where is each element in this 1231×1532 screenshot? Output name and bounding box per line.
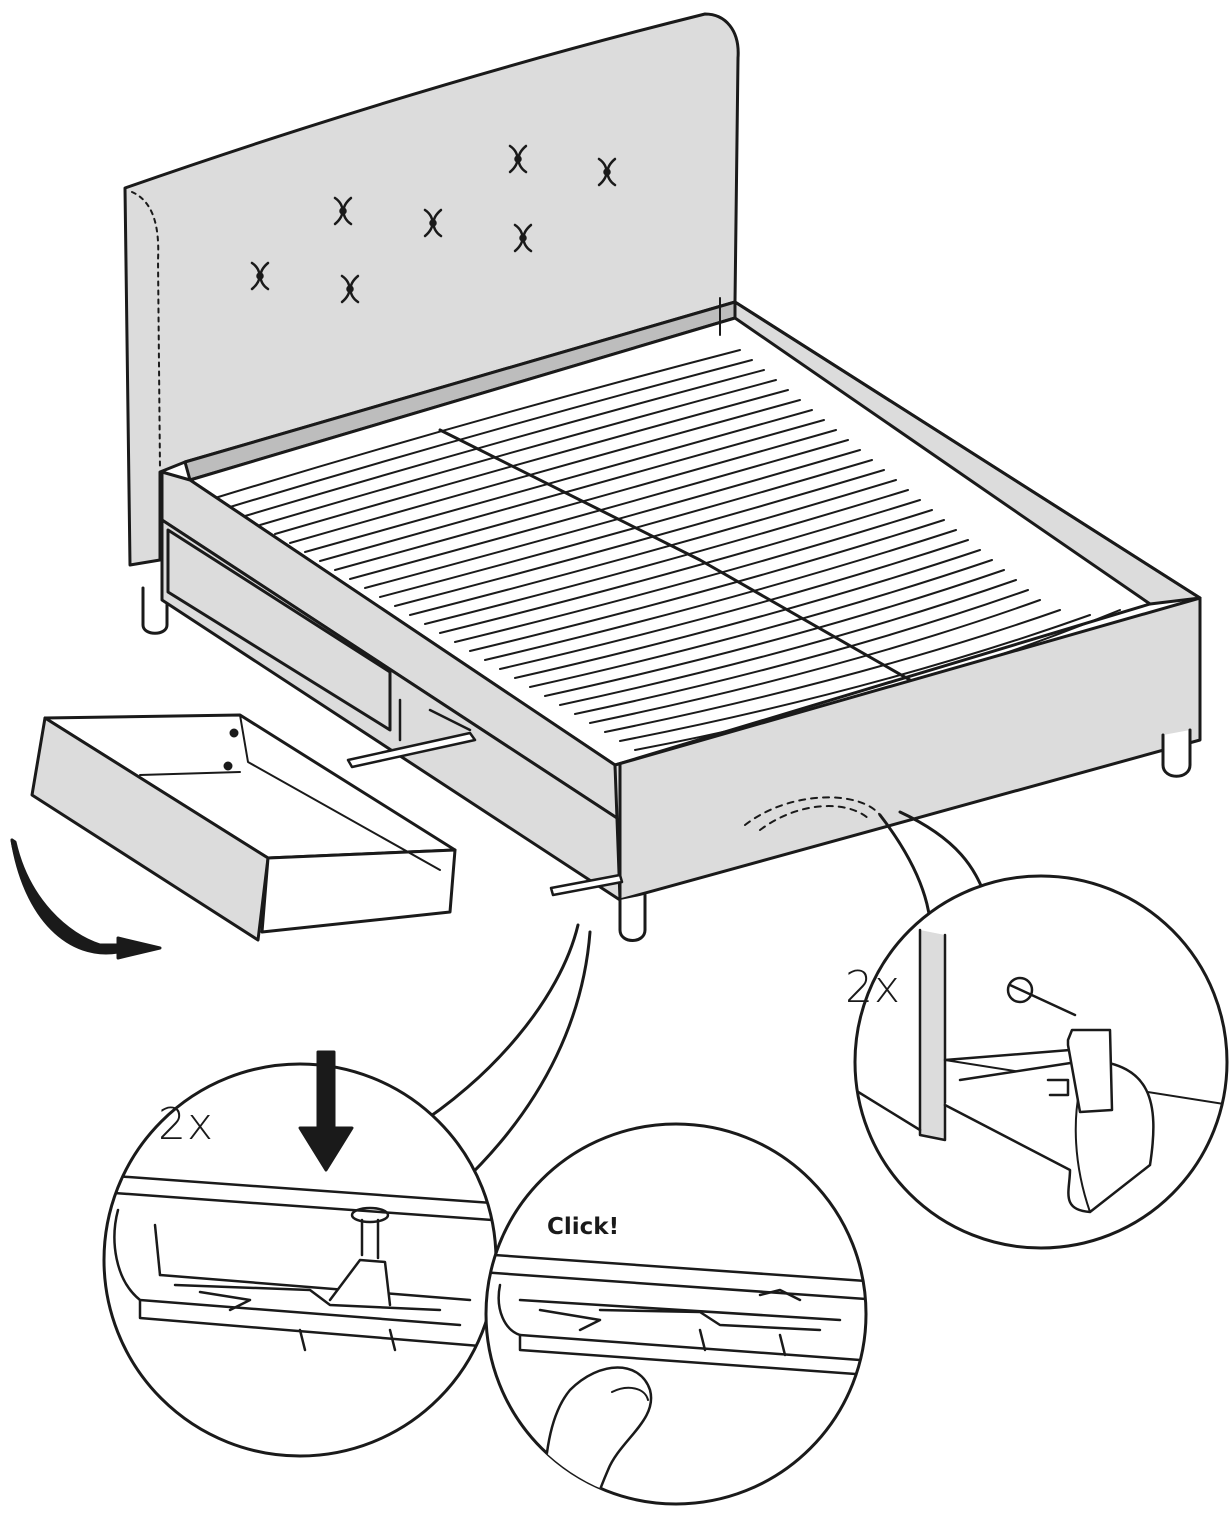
detail-circle-click — [484, 1122, 868, 1506]
headboard — [123, 12, 740, 567]
bed-leg — [618, 728, 1192, 942]
slats — [214, 349, 1121, 751]
front-detail-count: 2x — [845, 962, 902, 1013]
drawer-runner — [346, 698, 624, 897]
tuft-button-icon — [250, 144, 617, 304]
curved-arrow-icon — [10, 838, 162, 960]
click-label: Click! — [547, 1214, 620, 1240]
drawer — [30, 713, 457, 942]
arrow-down-icon — [298, 1050, 354, 1172]
detail-circle-front — [853, 874, 1229, 1250]
slide-detail-count: 2x — [158, 1099, 215, 1150]
side-rail — [160, 470, 622, 902]
